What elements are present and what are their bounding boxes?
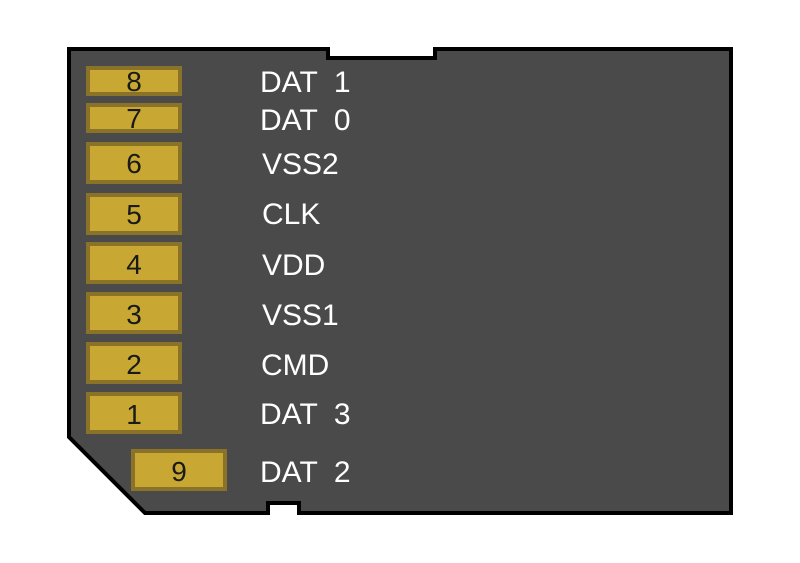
- sd-card-body: [67, 47, 733, 515]
- pin-2-label: CMD: [261, 349, 329, 382]
- pin-9-label: DAT 2: [260, 456, 351, 489]
- pin-3-pad: [86, 292, 182, 334]
- pin-9-number: 9: [171, 456, 187, 487]
- pin-5-pad: [86, 193, 182, 235]
- pin-8-pad: [86, 66, 182, 96]
- pin-1-label: DAT 3: [260, 398, 351, 431]
- pin-7-number: 7: [126, 103, 142, 134]
- pin-6-label: VSS2: [262, 148, 339, 181]
- pin-6: 6 VSS2: [86, 142, 339, 184]
- pin-6-pad: [86, 142, 182, 184]
- pin-3: 3 VSS1: [86, 292, 339, 334]
- pin-5-number: 5: [126, 199, 142, 230]
- pin-8-number: 8: [126, 66, 142, 97]
- pin-1: 1 DAT 3: [86, 392, 351, 434]
- pin-7: 7 DAT 0: [86, 103, 351, 137]
- pin-8-label: DAT 1: [260, 66, 351, 99]
- pin-9: 9 DAT 2: [131, 449, 351, 491]
- pin-7-label: DAT 0: [260, 104, 351, 137]
- pin-3-number: 3: [126, 299, 142, 330]
- pin-5-label: CLK: [262, 198, 320, 231]
- pin-4-pad: [86, 242, 182, 284]
- pin-2-pad: [86, 342, 182, 384]
- pin-4: 4 VDD: [86, 242, 325, 284]
- pin-1-number: 1: [126, 399, 142, 430]
- pin-6-number: 6: [126, 148, 142, 179]
- pin-1-pad: [86, 392, 182, 434]
- pin-2: 2 CMD: [86, 342, 329, 384]
- pin-2-number: 2: [126, 349, 142, 380]
- pin-9-pad: [131, 449, 227, 491]
- pin-7-pad: [86, 103, 182, 133]
- pin-5: 5 CLK: [86, 193, 320, 235]
- pin-8: 8 DAT 1: [86, 66, 351, 99]
- pin-4-label: VDD: [262, 249, 325, 282]
- pin-4-number: 4: [126, 249, 142, 280]
- pin-3-label: VSS1: [262, 299, 339, 332]
